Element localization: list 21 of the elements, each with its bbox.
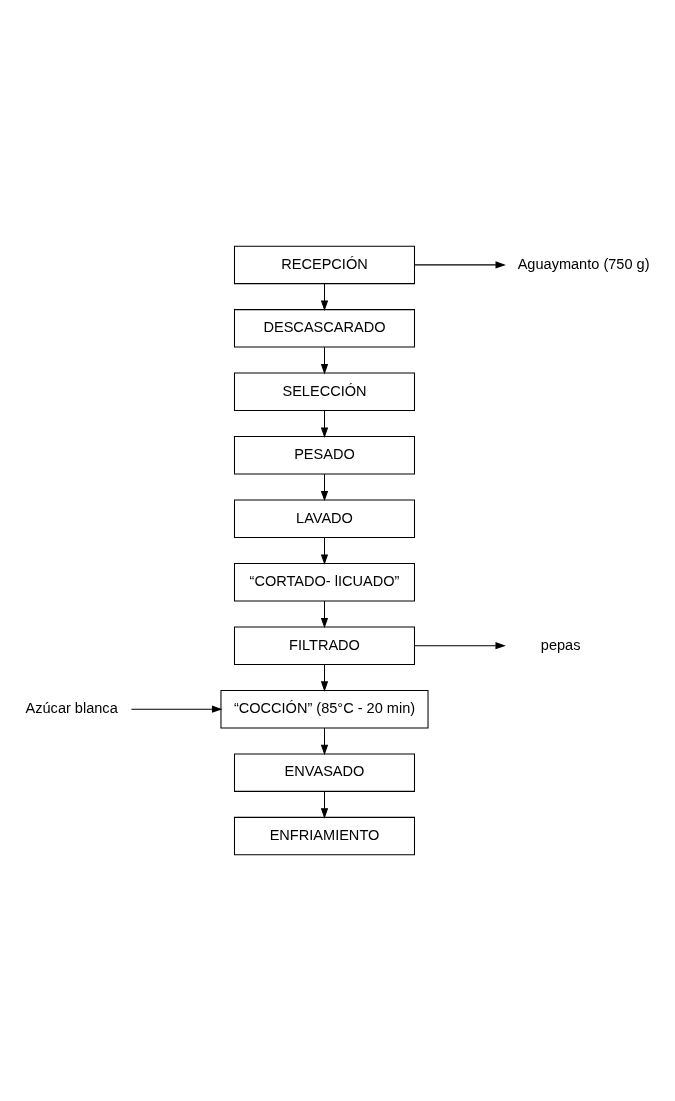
node-box: ENFRIAMIENTO [233, 816, 415, 856]
arrow [320, 727, 329, 756]
node-text: Azúcar blanca [25, 700, 118, 717]
node-box: RECEPCIÓN [233, 245, 415, 285]
arrow [320, 473, 329, 502]
node-box: LAVADO [233, 499, 415, 538]
arrow [130, 705, 223, 713]
arrow [320, 790, 329, 819]
node-box: SELECCIÓN [233, 372, 415, 412]
arrow [414, 261, 506, 269]
node-box: “CORTADO- lICUADO” [233, 563, 415, 602]
node-box: FILTRADO [233, 626, 415, 665]
node-text: pepas [540, 636, 581, 653]
node-box: PESADO [233, 436, 415, 475]
node-text: Aguaymanto (750 g) [517, 255, 650, 272]
node-box: DESCASCARADO [233, 309, 415, 348]
node-box: ENVASADO [233, 753, 415, 792]
node-box: “COCCIÓN” (85°C - 20 min) [220, 689, 429, 729]
arrow [320, 600, 329, 629]
arrow [414, 642, 506, 650]
arrow [320, 346, 329, 375]
